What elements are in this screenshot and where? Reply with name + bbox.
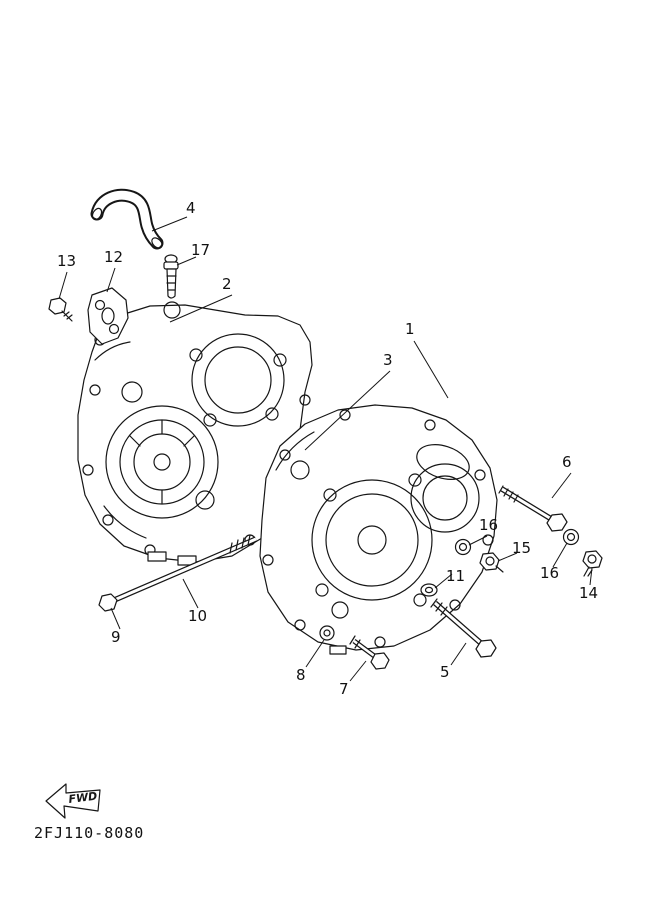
bolt-13 [48,297,73,322]
bolt-7 [349,635,390,670]
gasket-plate [87,287,129,345]
callout-11: 11 [446,567,466,585]
callout-14: 14 [579,584,599,602]
callout-2: 2 [222,275,232,293]
part-code: 2FJ110-8080 [34,824,145,842]
bolt-5 [430,598,497,658]
callout-13: 13 [57,252,77,270]
breather-fitting [163,254,179,299]
fwd-arrow: FWD [45,783,101,819]
breather-hose [90,188,164,250]
washer-16-upper [454,538,472,556]
callout-17: 17 [191,241,211,259]
callout-8: 8 [296,666,306,684]
callout-16-upper: 16 [479,516,499,534]
callout-5: 5 [440,663,450,681]
leader-lines [58,216,593,682]
fwd-label: FWD [68,790,98,806]
bolt-9-10 [98,534,258,612]
callout-10: 10 [188,607,208,625]
callout-12: 12 [104,248,124,266]
callout-4: 4 [186,199,196,217]
bolt-6 [498,485,568,532]
callout-1: 1 [405,320,415,338]
callout-16-lower: 16 [540,564,560,582]
callout-9: 9 [111,628,121,646]
callout-3: 3 [383,351,393,369]
bolt-14 [582,550,603,577]
right-crankcase-half [259,404,498,655]
washer-8 [319,625,335,641]
bolt-15 [479,552,504,573]
washer-16-lower [562,528,580,546]
washer-11 [420,583,438,597]
callout-15: 15 [512,539,532,557]
callout-7: 7 [339,680,349,698]
left-crankcase-half [77,301,313,566]
callout-6: 6 [562,453,572,471]
